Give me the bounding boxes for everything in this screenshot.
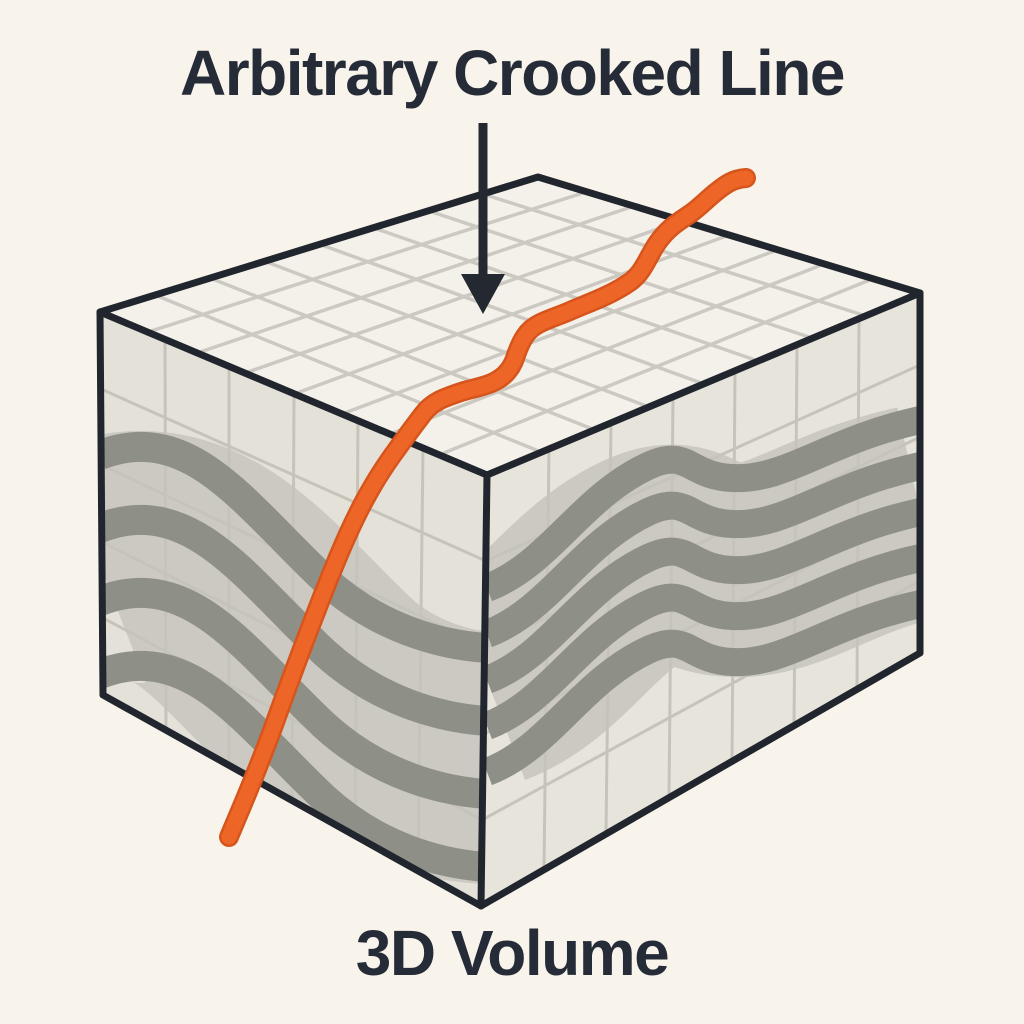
front-strata-dark-layers	[100, 431, 487, 882]
cube-right-face	[481, 293, 920, 906]
front-strata-light-layers	[100, 431, 487, 884]
volume-label: 3D Volume	[355, 917, 670, 989]
down-arrow-icon	[461, 123, 505, 314]
page-title: Arbitrary Crooked Line	[179, 37, 846, 109]
top-face-grid	[147, 190, 873, 457]
right-strata-dark-layers	[481, 406, 920, 786]
crooked-line	[219, 168, 756, 847]
cube-edges	[96, 173, 924, 910]
